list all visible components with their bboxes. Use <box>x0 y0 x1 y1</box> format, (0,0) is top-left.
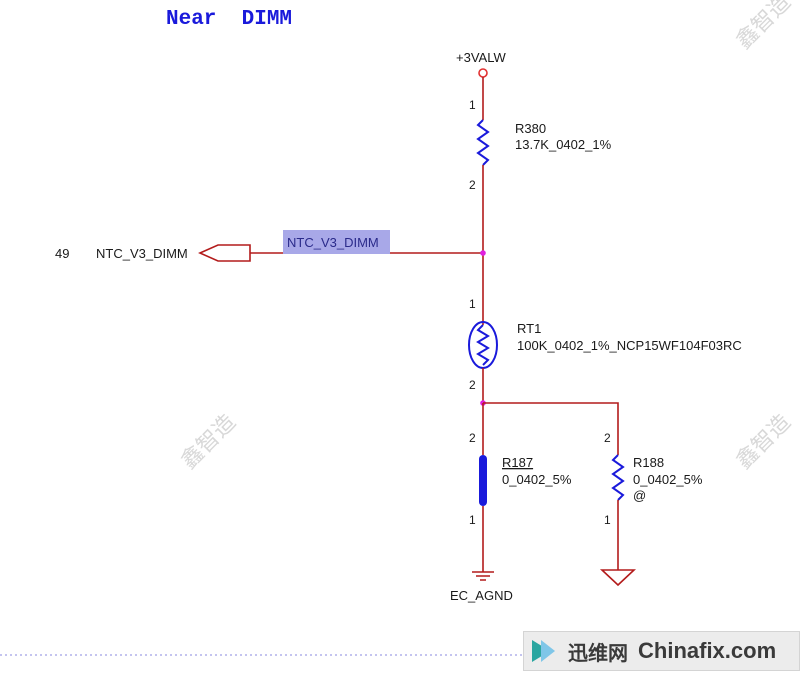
resistor-r380 <box>476 119 490 166</box>
pin-label: 2 <box>469 178 476 192</box>
pin-label: 1 <box>469 513 476 527</box>
ground-label: EC_AGND <box>450 588 513 603</box>
thermistor-zigzag-rt1 <box>476 324 490 366</box>
pin-label: 1 <box>469 297 476 311</box>
net-label: NTC_V3_DIMM <box>287 235 379 250</box>
brand-watermark: 迅维网 Chinafix.com <box>523 631 800 671</box>
component-value-r188: 0_0402_5% <box>633 472 703 487</box>
power-rail-terminal <box>478 68 488 78</box>
ground-symbol <box>472 571 494 581</box>
component-value-rt1: 100K_0402_1%_NCP15WF104F03RC <box>517 338 742 353</box>
connector-pin-number: 49 <box>55 246 69 261</box>
power-rail-label: +3VALW <box>456 50 506 65</box>
pin-label: 2 <box>604 431 611 445</box>
sheet-title: Near DIMM <box>166 8 292 31</box>
pin-label: 2 <box>469 431 476 445</box>
brand-name-en: Chinafix.com <box>638 638 777 663</box>
watermark-text: 鑫智造 <box>732 410 796 474</box>
component-value-r187: 0_0402_5% <box>502 472 572 487</box>
resistor-r187 <box>479 455 487 506</box>
net-label-highlight <box>283 230 390 254</box>
pin-label: 1 <box>469 98 476 112</box>
wire-to-r188 <box>483 402 619 455</box>
brand-logo-icon <box>532 636 562 666</box>
component-ref-r187: R187 <box>502 455 533 470</box>
component-ref-r188: R188 <box>633 455 664 470</box>
off-page-connector <box>198 244 251 262</box>
connector-signal-name: NTC_V3_DIMM <box>96 246 188 261</box>
pin-label: 2 <box>469 378 476 392</box>
junction-dot <box>480 250 486 256</box>
brand-name-cn: 迅维网 <box>568 640 628 665</box>
watermark-text: 鑫智造 <box>177 410 241 474</box>
component-note-r188: @ <box>633 488 646 503</box>
watermark-text: 鑫智造 <box>732 0 796 54</box>
pin-label: 1 <box>604 513 611 527</box>
component-ref-r380: R380 <box>515 121 546 136</box>
resistor-r188 <box>611 454 625 501</box>
component-value-r380: 13.7K_0402_1% <box>515 137 612 152</box>
ground-triangle-symbol <box>599 569 637 587</box>
component-ref-rt1: RT1 <box>517 321 541 336</box>
